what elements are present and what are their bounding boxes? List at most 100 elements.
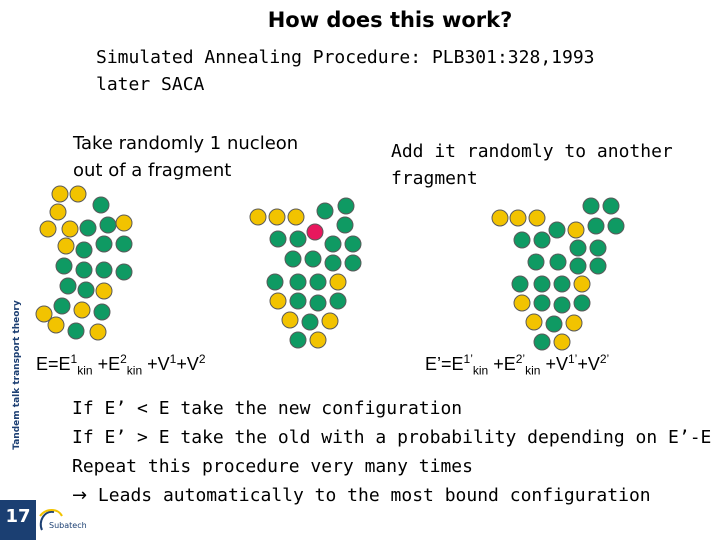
neutron — [289, 331, 307, 349]
neutron — [582, 197, 600, 215]
proton — [47, 316, 65, 334]
step-add-line-1: Add it randomly to another — [391, 141, 673, 162]
proton — [329, 273, 347, 291]
neutron — [59, 277, 77, 295]
step-take-nucleon: Take randomly 1 nucleon out of a fragmen… — [73, 130, 298, 184]
proton — [573, 275, 591, 293]
neutron — [569, 257, 587, 275]
proton — [567, 221, 585, 239]
proton — [565, 314, 583, 332]
neutron — [548, 221, 566, 239]
energy-formula-before: E=E1kin +E2kin +V1+V2 — [36, 352, 206, 378]
logo-text: Subatech — [49, 521, 87, 530]
arrow-right-icon: → — [72, 485, 88, 506]
fragment-left — [35, 185, 133, 341]
rule-item: If E’ > E take the old with a probabilit… — [72, 427, 712, 448]
subtitle-line-2: later SACA — [96, 74, 205, 95]
neutron — [79, 219, 97, 237]
neutron — [115, 263, 133, 281]
slide-title: How does this work? — [267, 8, 513, 32]
neutron — [93, 303, 111, 321]
proton — [95, 282, 113, 300]
proton — [309, 331, 327, 349]
neutron — [95, 235, 113, 253]
neutron — [607, 217, 625, 235]
subatech-logo: Subatech — [39, 509, 87, 531]
rule-item: → Leads automatically to the most bound … — [72, 485, 651, 506]
proton — [115, 214, 133, 232]
rules-list: If E’ < E take the new configuration If … — [72, 394, 711, 510]
sidebar: Tandem talk transport theory — [0, 0, 36, 540]
neutron — [553, 296, 571, 314]
neutron — [99, 216, 117, 234]
neutron — [284, 250, 302, 268]
fragment-middle — [249, 197, 362, 349]
slide-subtitle: Simulated Annealing Procedure: PLB301:32… — [96, 44, 595, 98]
subtitle-line-1: Simulated Annealing Procedure: PLB301:32… — [96, 47, 595, 68]
proton — [491, 209, 509, 227]
neutron — [92, 196, 110, 214]
neutron — [55, 257, 73, 275]
neutron — [289, 292, 307, 310]
neutron — [289, 273, 307, 291]
neutron — [344, 254, 362, 272]
page-number: 17 — [5, 506, 31, 527]
proton — [89, 323, 107, 341]
neutron — [589, 257, 607, 275]
proton — [51, 185, 69, 203]
neutron — [324, 254, 342, 272]
neutron — [549, 253, 567, 271]
neutron — [269, 230, 287, 248]
rule-item: If E’ < E take the new configuration — [72, 398, 463, 419]
neutron — [266, 273, 284, 291]
proton — [57, 237, 75, 255]
neutron — [569, 239, 587, 257]
proton — [281, 311, 299, 329]
step-add-nucleon: Add it randomly to another fragment — [391, 138, 673, 192]
proton — [269, 292, 287, 310]
page-number-box — [0, 500, 36, 540]
moving-nucleon — [306, 223, 324, 241]
proton — [49, 203, 67, 221]
neutron — [513, 231, 531, 249]
step-take-line-2: out of a fragment — [73, 160, 232, 181]
neutron — [573, 294, 591, 312]
proton — [287, 208, 305, 226]
neutron — [602, 197, 620, 215]
proton — [528, 209, 546, 227]
neutron — [329, 292, 347, 310]
neutron — [545, 315, 563, 333]
neutron — [301, 313, 319, 331]
neutron — [533, 333, 551, 351]
neutron — [67, 322, 85, 340]
proton — [39, 220, 57, 238]
neutron — [75, 241, 93, 259]
neutron — [304, 250, 322, 268]
neutron — [589, 239, 607, 257]
neutron — [309, 273, 327, 291]
neutron — [511, 275, 529, 293]
neutron — [75, 261, 93, 279]
neutron — [553, 275, 571, 293]
neutron — [533, 275, 551, 293]
neutron — [527, 253, 545, 271]
neutron — [336, 216, 354, 234]
proton — [73, 301, 91, 319]
neutron — [316, 202, 334, 220]
energy-formula-after: E’=E1’kin +E2’kin +V1’+V2’ — [425, 352, 610, 378]
neutron — [95, 261, 113, 279]
neutron — [289, 230, 307, 248]
proton — [69, 185, 87, 203]
proton — [509, 209, 527, 227]
proton — [35, 305, 53, 323]
step-add-line-2: fragment — [391, 168, 478, 189]
neutron — [115, 235, 133, 253]
proton — [525, 313, 543, 331]
neutron — [53, 297, 71, 315]
rule-item: Repeat this procedure very many times — [72, 456, 473, 477]
proton — [249, 208, 267, 226]
step-take-line-1: Take randomly 1 nucleon — [73, 133, 299, 154]
neutron — [533, 231, 551, 249]
proton — [513, 294, 531, 312]
